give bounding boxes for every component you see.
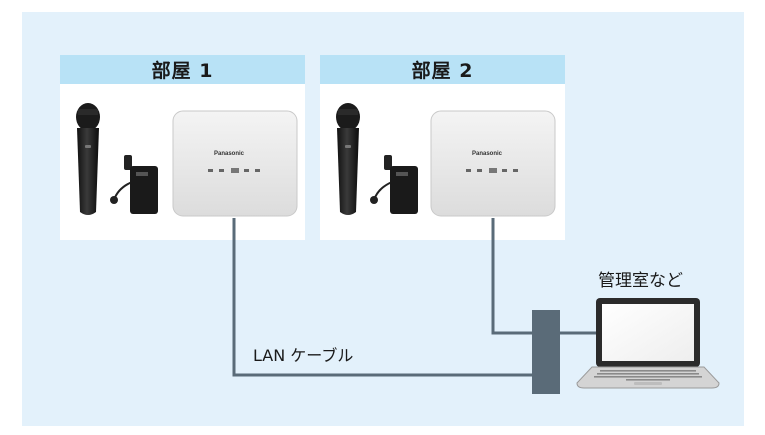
diagram-graphics: Panasonic Panasonic (76, 103, 720, 394)
handheld-microphone-icon (336, 103, 360, 215)
laptop-icon (576, 298, 720, 389)
room-2-title: 部屋 2 (320, 55, 565, 84)
wireless-receiver-icon: Panasonic (430, 110, 556, 217)
diagram-canvas: 部屋 1 部屋 2 (22, 12, 744, 426)
handheld-microphone-icon (76, 103, 100, 215)
cable-room-1 (232, 218, 532, 377)
cable-room-2 (491, 218, 532, 335)
management-room-label: 管理室など (598, 271, 683, 291)
network-hub-icon (532, 310, 560, 394)
bodypack-transmitter-icon (370, 155, 418, 214)
lan-cable-label: LAN ケーブル (253, 346, 354, 365)
room-1-title: 部屋 1 (60, 55, 305, 84)
receiver-brand-2: Panasonic (472, 151, 503, 157)
receiver-brand-1: Panasonic (214, 151, 245, 157)
lan-cables (232, 218, 600, 377)
bodypack-transmitter-icon (110, 155, 158, 214)
wireless-receiver-icon: Panasonic (172, 110, 298, 217)
